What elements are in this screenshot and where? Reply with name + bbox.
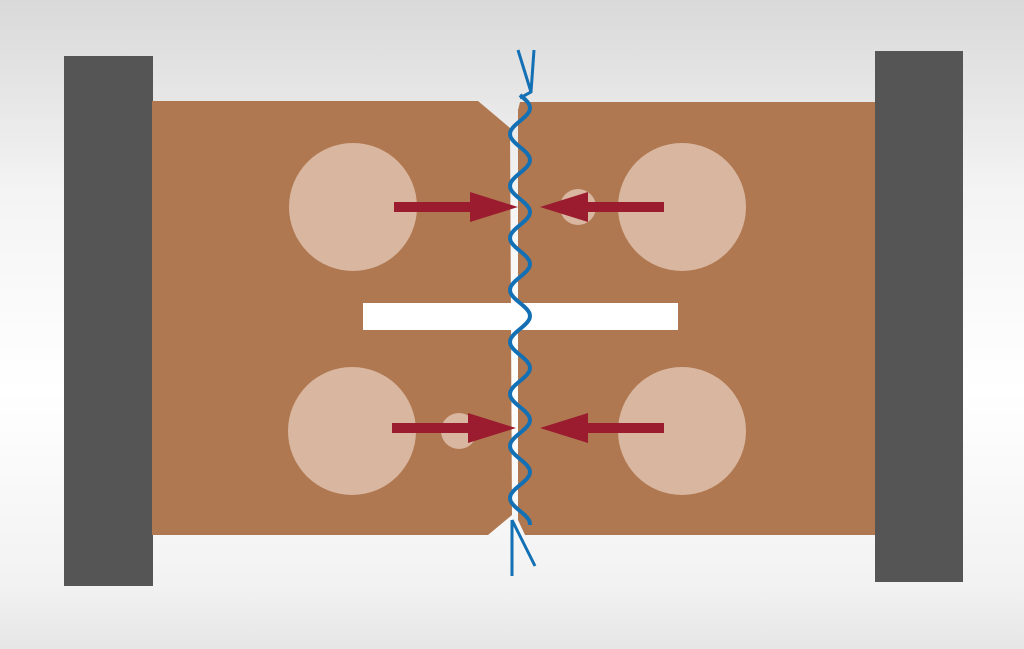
- hole-bottom-right: [618, 367, 746, 495]
- hole-top-right: [618, 143, 746, 271]
- wire-end-top: [516, 49, 536, 100]
- arrow-bottom-left: [392, 413, 516, 443]
- arrow-top-right: [540, 192, 664, 222]
- wire-end-bottom: [510, 519, 537, 576]
- wire: [508, 93, 532, 525]
- arrow-top-left: [394, 192, 518, 222]
- right-clamp: [875, 51, 963, 582]
- hole-top-left: [289, 143, 417, 271]
- left-clamp: [64, 56, 153, 586]
- arrow-bottom-right: [540, 413, 664, 443]
- hole-bottom-left: [288, 367, 416, 495]
- slot: [363, 303, 678, 330]
